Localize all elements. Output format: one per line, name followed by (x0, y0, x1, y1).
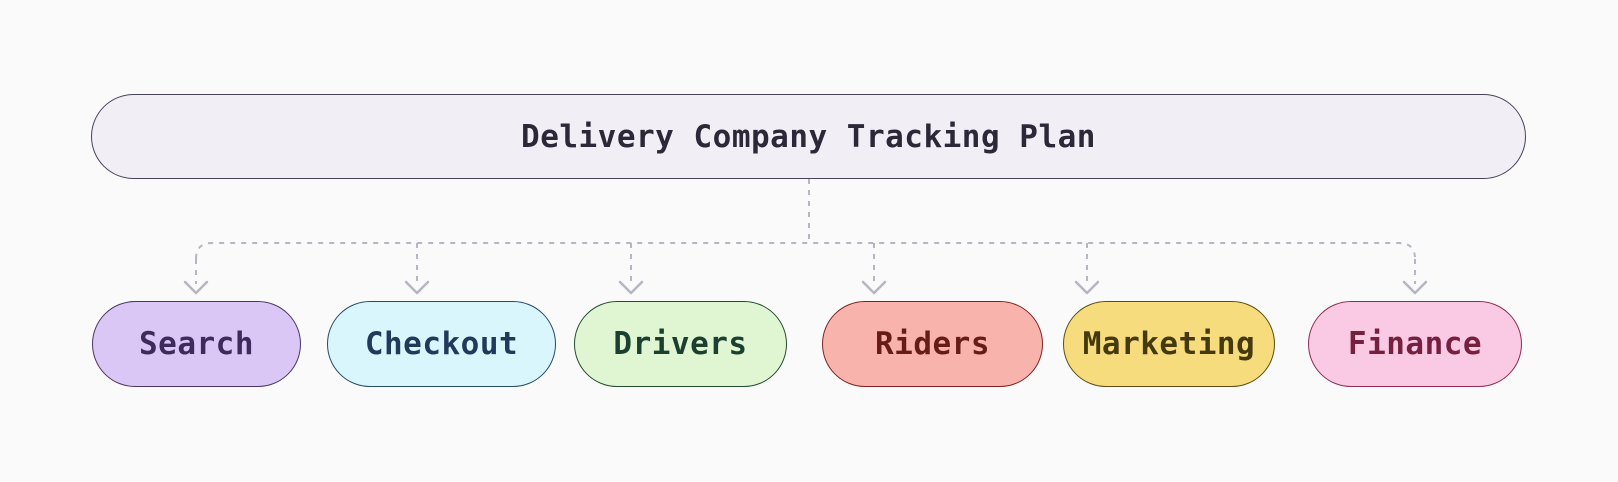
node-label: Riders (875, 326, 990, 362)
node-root-tracking-plan[interactable]: Delivery Company Tracking Plan (91, 94, 1526, 179)
node-label: Finance (1347, 326, 1483, 362)
node-drivers[interactable]: Drivers (574, 301, 787, 387)
node-search[interactable]: Search (92, 301, 301, 387)
node-riders[interactable]: Riders (822, 301, 1043, 387)
edge-bus (195, 242, 1416, 260)
arrowhead-marketing-icon (1074, 280, 1100, 295)
arrowhead-search-icon (183, 280, 209, 295)
arrowhead-drivers-icon (618, 280, 644, 295)
node-label: Drivers (613, 326, 748, 362)
node-label: Checkout (364, 326, 519, 362)
node-marketing[interactable]: Marketing (1063, 301, 1275, 387)
node-checkout[interactable]: Checkout (327, 301, 556, 387)
root-node-label: Delivery Company Tracking Plan (521, 118, 1096, 155)
arrowhead-checkout-icon (404, 280, 430, 295)
arrowhead-riders-icon (861, 280, 887, 295)
node-label: Marketing (1082, 326, 1256, 362)
node-finance[interactable]: Finance (1308, 301, 1522, 387)
arrowhead-finance-icon (1402, 280, 1428, 295)
node-label: Search (139, 326, 254, 362)
